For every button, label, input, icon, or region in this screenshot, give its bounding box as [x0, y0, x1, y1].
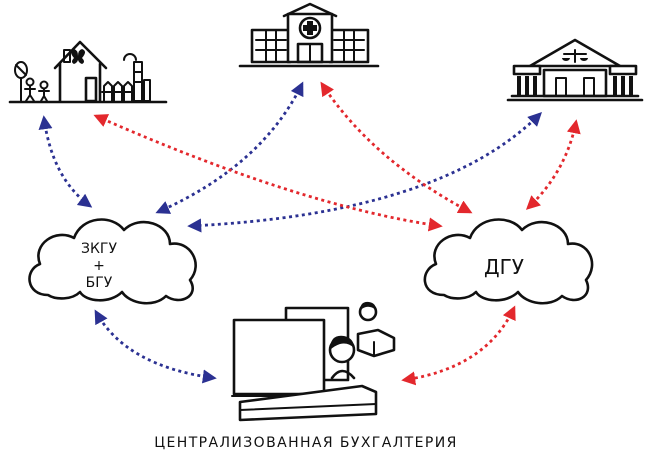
arrow-zkgu-workstation: [94, 309, 217, 384]
cloud-plus-label: +: [93, 258, 105, 274]
arrow-court-zkgu: [187, 112, 542, 233]
cloud-dgu-label: ДГУ: [484, 255, 524, 279]
arrow-hospital-zkgu: [155, 81, 304, 214]
cloud-bgu-label: БГУ: [86, 275, 113, 291]
cloud-dgu: ДГУ: [423, 218, 594, 305]
red-arrows: [93, 81, 581, 386]
court-building-icon: [506, 38, 644, 102]
cloud-zkgu-label: ЗКГУ: [81, 241, 117, 257]
arrow-school-zkgu: [38, 115, 93, 208]
cloud-zkgu-bgu: ЗКГУ + БГУ: [28, 218, 197, 305]
hospital-icon: [238, 2, 380, 68]
arrow-school-dgu: [93, 114, 443, 232]
arrow-hospital-dgu: [320, 81, 473, 214]
workstation-caption: ЦЕНТРАЛИЗОВАННАЯ БУХГАЛТЕРИЯ: [154, 435, 457, 451]
arrow-court-dgu: [525, 119, 581, 210]
arrow-dgu-workstation: [401, 305, 516, 386]
school-icon: [8, 40, 168, 104]
accountant-workstation-icon: [231, 301, 396, 422]
